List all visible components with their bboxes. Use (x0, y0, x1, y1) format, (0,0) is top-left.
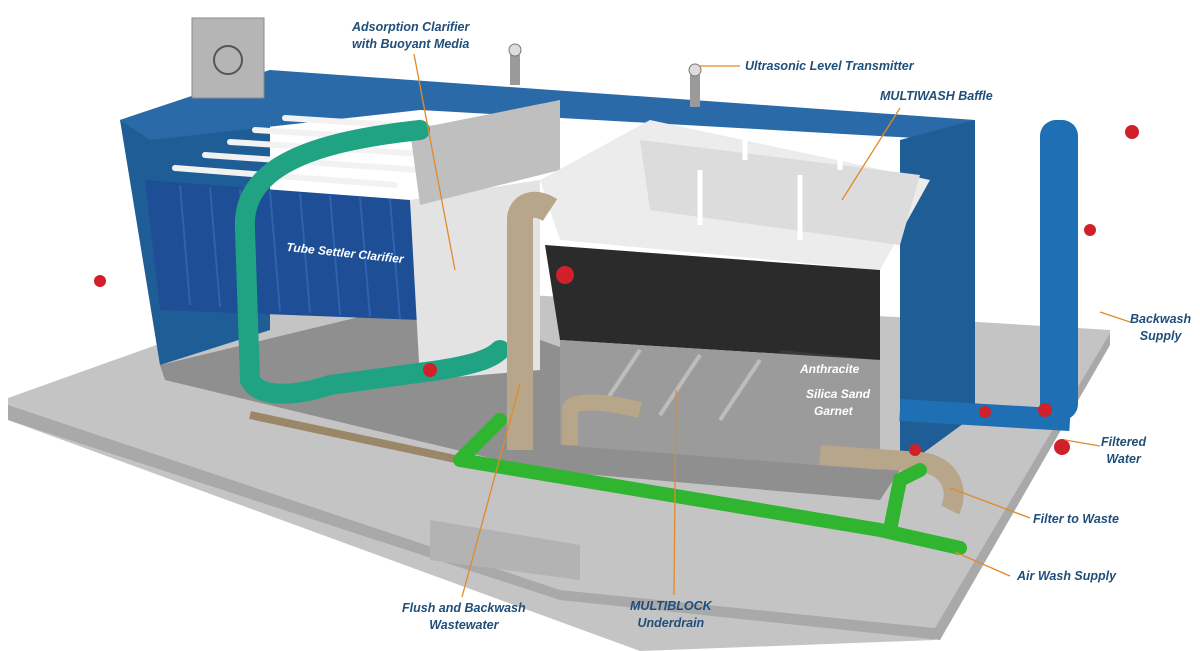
label-air-wash-supply: Air Wash Supply (1017, 569, 1117, 583)
tan-drain-line (249, 411, 461, 464)
label-filter-to-waste: Filter to Waste (1033, 512, 1119, 526)
tan-waste-riser (507, 191, 558, 450)
base-slab-front (8, 333, 1110, 640)
clarifier-hopper (410, 100, 560, 205)
tag-garnet: Garnet (814, 404, 853, 418)
tube-settler-block (145, 180, 420, 320)
tag-silica-sand: Silica Sand (806, 387, 871, 401)
label-backwash-supply: Backwash Supply (1130, 312, 1192, 343)
label-multiwash-baffle: MULTIWASH Baffle (880, 89, 993, 103)
tank-right-wall (900, 120, 975, 470)
baffle-risers (697, 135, 843, 240)
underdrain-floor (560, 340, 880, 470)
label-ultrasonic-level-transmitter: Ultrasonic Level Transmitter (745, 59, 914, 73)
tag-anthracite: Anthracite (800, 362, 860, 376)
red-valves (94, 125, 1139, 456)
green-air-wash-pipe (453, 413, 967, 555)
filter-media-bed (545, 245, 880, 360)
blue-backwash-column (1040, 120, 1078, 420)
level-transmitter-2 (688, 63, 702, 107)
tan-filter-waste-pipe (819, 445, 964, 515)
tan-elbow-pipe (562, 394, 642, 445)
label-filtered-water: Filtered Water (1101, 435, 1147, 466)
leader-lines (413, 53, 1131, 598)
label-multiblock-underdrain: MULTIBLOCK Underdrain (630, 599, 712, 630)
teal-inlet-pipe (234, 120, 510, 404)
multiwash-baffle-panel (640, 140, 920, 245)
label-adsorption-clarifier: Adsorption Clarifier with Buoyant Media (352, 20, 470, 51)
control-panel (191, 17, 265, 99)
base-pedestal (430, 520, 580, 580)
label-flush-backwash-wastewater: Flush and Backwash Wastewater (402, 601, 526, 632)
level-transmitter-1 (508, 43, 522, 85)
